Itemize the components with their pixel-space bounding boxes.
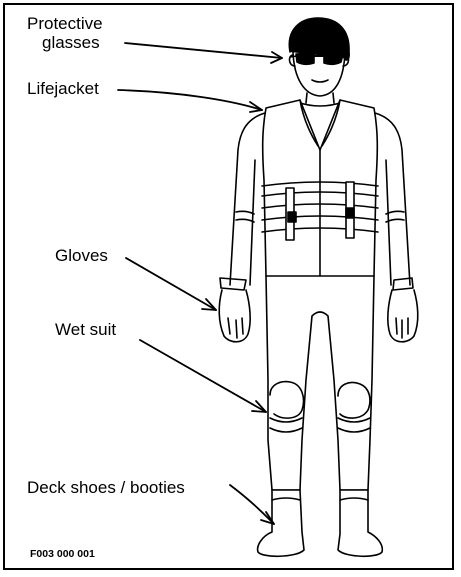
shoes-arrow	[230, 485, 274, 524]
figure-code: F003 000 001	[30, 548, 95, 560]
label-deck-shoes: Deck shoes / booties	[27, 478, 185, 497]
label-protective-glasses-1: Protective	[27, 14, 103, 33]
wetsuit-arrow	[140, 340, 266, 412]
gloves-arrow	[126, 258, 216, 310]
glasses-arrow	[125, 43, 282, 58]
label-wet-suit: Wet suit	[55, 320, 116, 339]
label-protective-glasses-2: glasses	[42, 33, 100, 52]
lifejacket	[262, 100, 378, 276]
gloves	[219, 290, 418, 342]
wet-suit	[266, 276, 374, 490]
label-lifejacket: Lifejacket	[27, 79, 99, 98]
label-gloves: Gloves	[55, 246, 108, 265]
lifejacket-arrow	[118, 90, 262, 110]
deck-booties	[258, 490, 383, 556]
label-arrows	[118, 43, 282, 524]
